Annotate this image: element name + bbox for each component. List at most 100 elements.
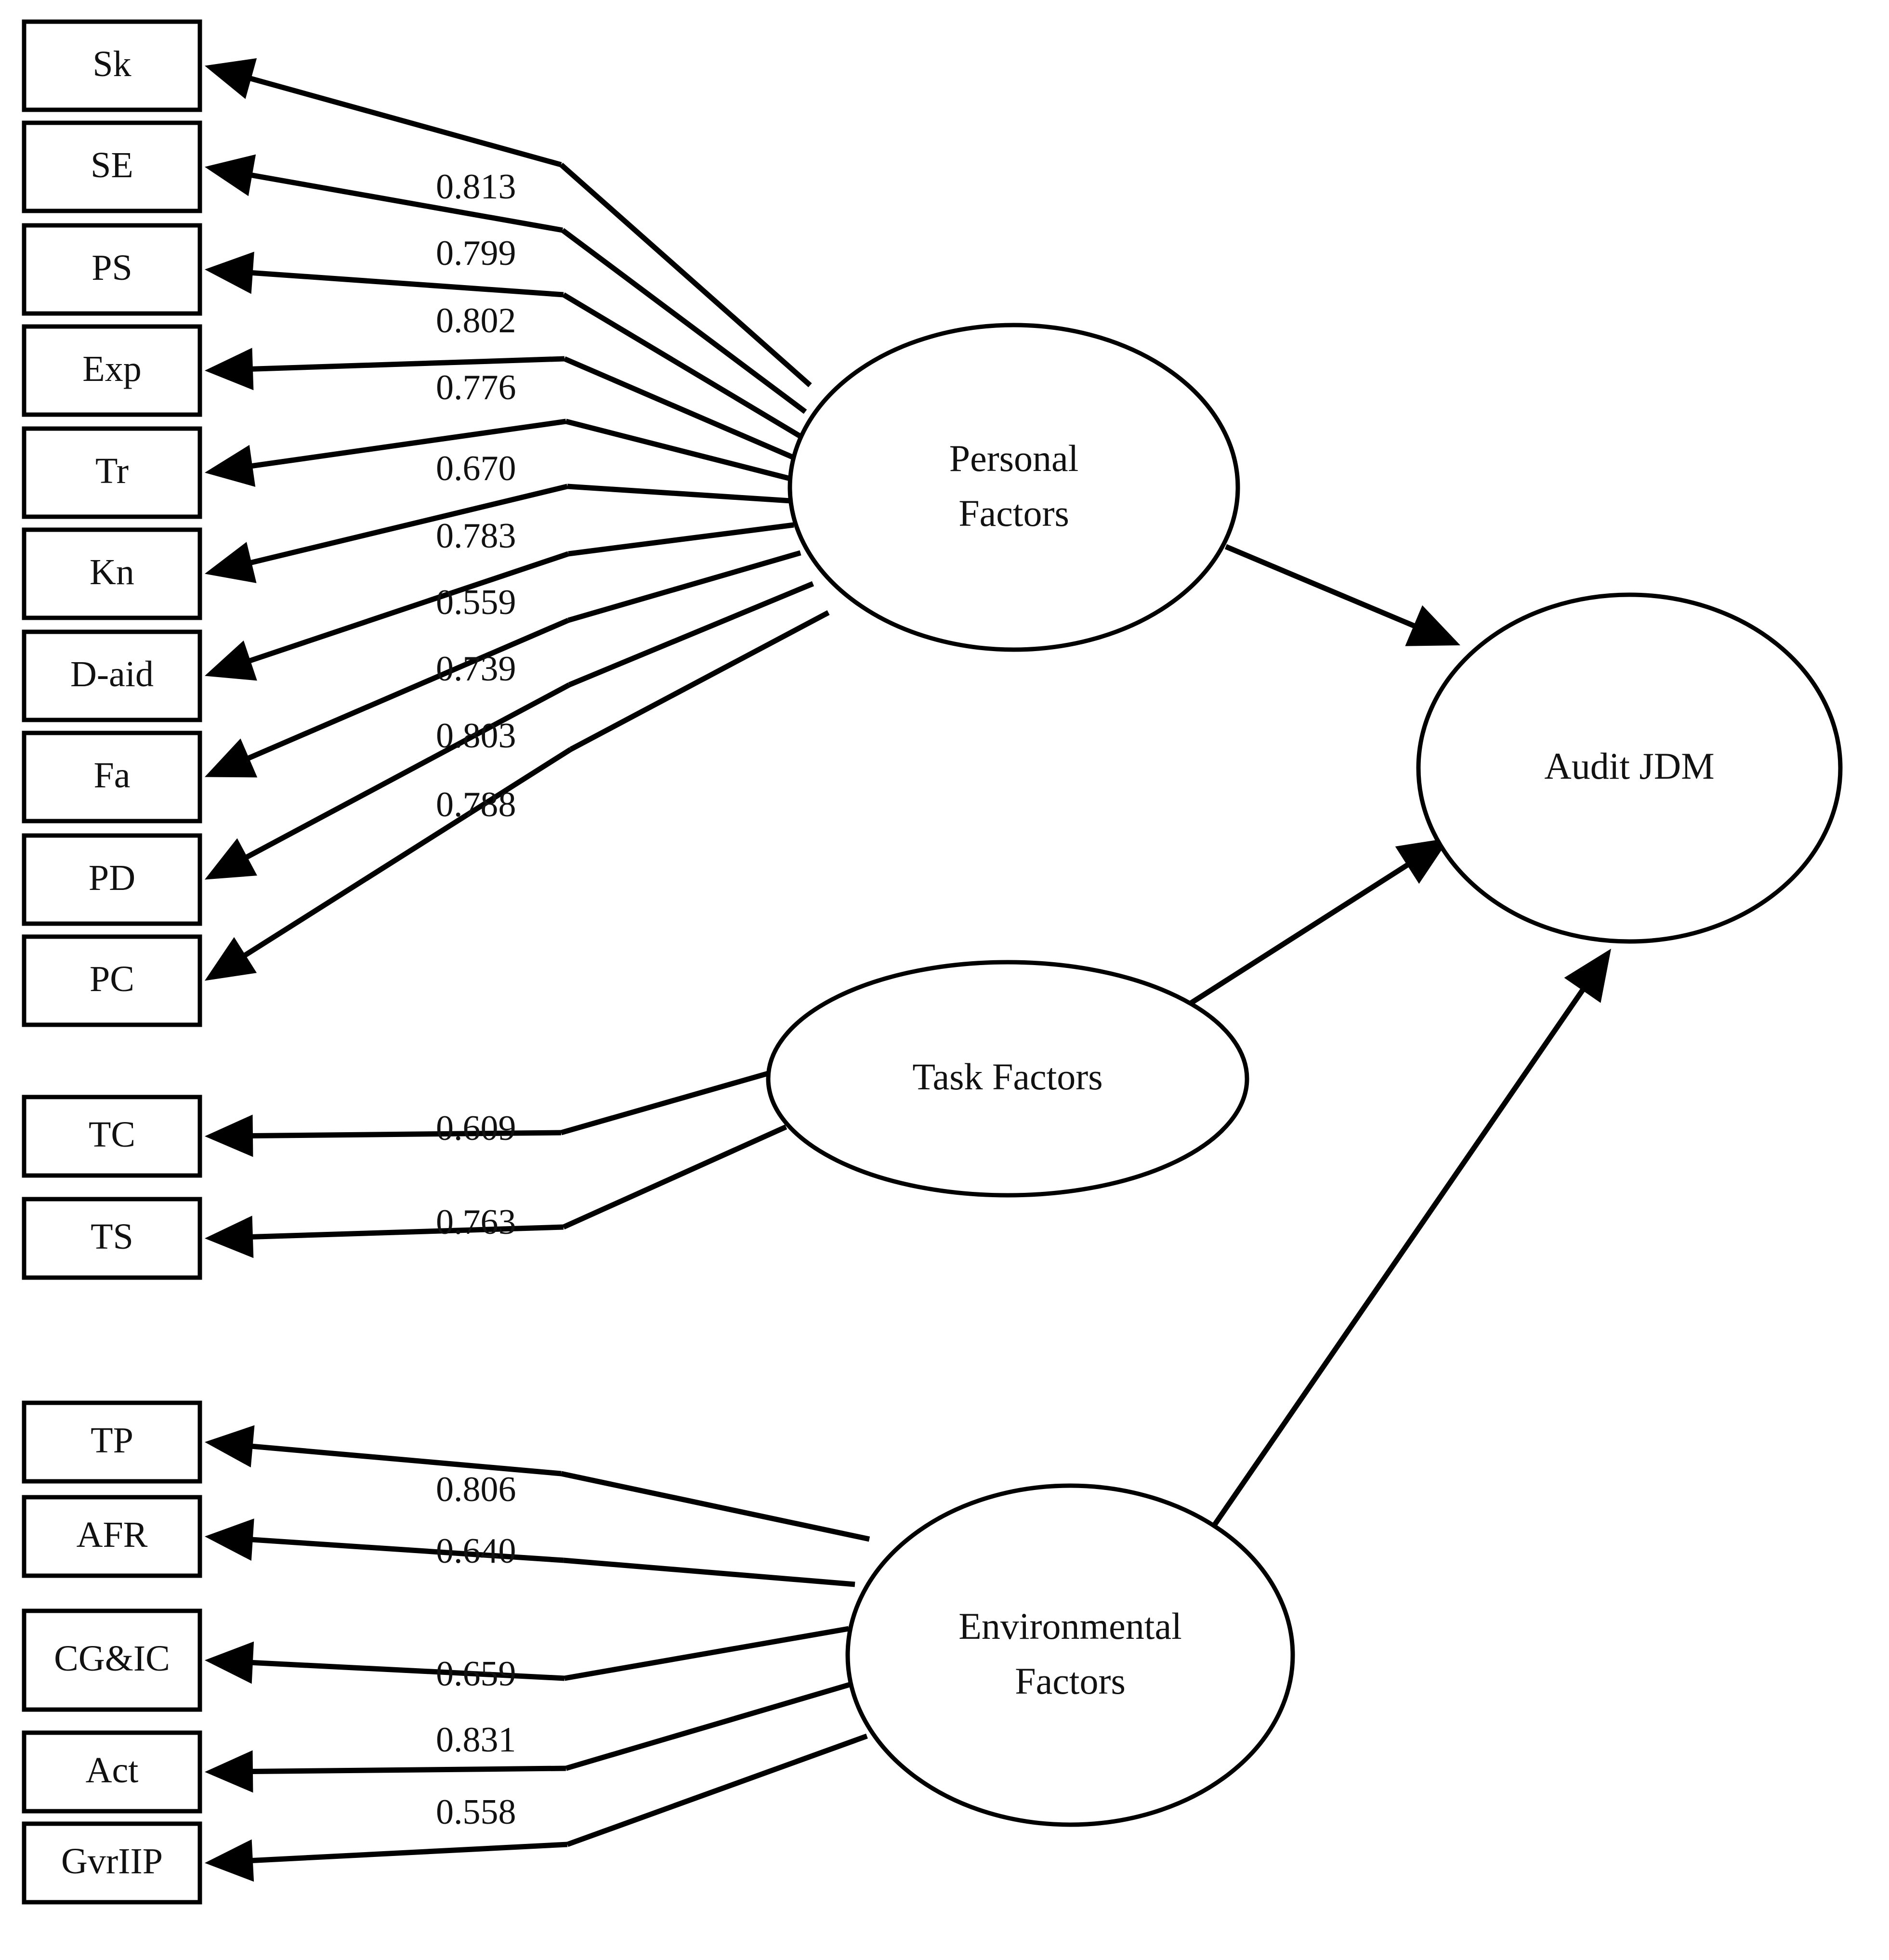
indicator-label-pc: PC: [90, 959, 134, 999]
fan-connector-afr: [563, 1557, 855, 1587]
loading-coefficient-labels: 0.8130.7990.8020.7760.6700.7830.5590.739…: [436, 167, 516, 1832]
latent-ellipse-task[interactable]: Task Factors: [766, 960, 1249, 1198]
loading-arrow-kn: [205, 483, 568, 583]
indicator-box-ts[interactable]: TS: [22, 1197, 202, 1280]
latent-ellipse-audit_jdm[interactable]: Audit JDM: [1416, 592, 1843, 944]
loading-coefficient-se: 0.799: [436, 234, 516, 273]
indicator-label-ps: PS: [92, 248, 132, 288]
indicator-label-se: SE: [91, 145, 133, 185]
loading-coefficient-afr: 0.640: [436, 1531, 516, 1571]
structural-path-personal-to-jdm: [1224, 544, 1460, 646]
latent-label-personal-line2: Factors: [958, 492, 1069, 534]
indicator-label-daid: D-aid: [70, 654, 154, 694]
indicator-label-tp: TP: [91, 1420, 133, 1461]
loading-coefficient-pd: 0.803: [436, 716, 516, 756]
indicator-box-ps[interactable]: PS: [22, 223, 202, 316]
loading-coefficient-exp: 0.776: [436, 368, 516, 407]
indicator-box-exp[interactable]: Exp: [22, 324, 202, 417]
loading-coefficient-ts: 0.763: [436, 1202, 516, 1242]
loading-coefficient-tr: 0.670: [436, 449, 516, 488]
indicator-label-tc: TC: [89, 1114, 135, 1155]
fan-connector-ts: [562, 1124, 787, 1230]
fan-connector-tc: [560, 1070, 771, 1136]
indicator-box-tp[interactable]: TP: [22, 1400, 202, 1484]
indicator-label-fa: Fa: [94, 755, 131, 796]
indicator-box-daid[interactable]: D-aid: [22, 629, 202, 722]
indicator-box-pd[interactable]: PD: [22, 833, 202, 926]
loading-arrow-daid: [205, 551, 569, 681]
indicator-label-exp: Exp: [82, 349, 141, 389]
latent-label-task: Task Factors: [912, 1056, 1102, 1098]
loading-arrow-pd: [205, 682, 571, 880]
loading-arrow-tr: [205, 418, 566, 487]
loading-arrow-cgic: [205, 1641, 565, 1684]
loading-arrowheads: [205, 58, 572, 1882]
fan-connector-exp: [563, 356, 797, 461]
fan-connector-pc: [569, 610, 830, 752]
loading-coefficient-ps: 0.802: [436, 301, 516, 340]
loading-coefficient-cgic: 0.659: [436, 1654, 516, 1694]
loading-arrow-ts: [205, 1215, 564, 1258]
indicator-box-tc[interactable]: TC: [22, 1095, 202, 1178]
indicator-box-tr[interactable]: Tr: [22, 426, 202, 519]
loading-arrow-gvriip: [205, 1839, 568, 1882]
fan-connector-tp: [560, 1471, 870, 1542]
indicator-box-fa[interactable]: Fa: [22, 731, 202, 823]
indicator-box-gvriip[interactable]: GvrIIP: [22, 1821, 202, 1905]
fan-connector-cgic: [564, 1626, 849, 1681]
loading-coefficient-pc: 0.788: [436, 785, 516, 824]
loading-arrow-se: [205, 154, 563, 233]
fan-connector-fa: [567, 550, 801, 623]
fan-connector-daid: [568, 522, 794, 557]
indicator-box-cgic[interactable]: CG&IC: [22, 1608, 202, 1712]
indicator-label-pd: PD: [89, 858, 135, 898]
indicator-label-gvriip: GvrIIP: [61, 1841, 163, 1882]
loading-coefficient-act: 0.831: [436, 1720, 516, 1760]
indicator-box-act[interactable]: Act: [22, 1730, 202, 1814]
fan-connector-sk: [559, 162, 812, 388]
indicator-label-act: Act: [86, 1750, 139, 1790]
indicator-box-kn[interactable]: Kn: [22, 527, 202, 620]
fan-connector-se: [561, 228, 807, 414]
indicator-label-ts: TS: [91, 1216, 133, 1257]
indicator-label-cgic: CG&IC: [54, 1638, 170, 1679]
loading-coefficient-tc: 0.609: [436, 1109, 516, 1148]
fan-connector-ps: [562, 292, 801, 438]
indicator-box-sk[interactable]: Sk: [22, 19, 202, 112]
indicator-box-se[interactable]: SE: [22, 120, 202, 213]
loading-arrow-ps: [205, 251, 564, 298]
loading-arrow-act: [205, 1750, 566, 1793]
loading-coefficient-sk: 0.813: [436, 167, 516, 207]
indicator-box-pc[interactable]: PC: [22, 934, 202, 1027]
indicator-box-afr[interactable]: AFR: [22, 1495, 202, 1578]
fan-connector-kn: [567, 483, 791, 504]
latent-label-environmental-line2: Factors: [1015, 1660, 1126, 1702]
loading-connector-lines: [559, 162, 870, 1847]
structural-path-task-to-jdm: [1169, 838, 1450, 1019]
fan-connector-pd: [568, 581, 814, 688]
fan-connector-tr: [565, 418, 793, 482]
loading-arrow-afr: [205, 1518, 564, 1563]
indicator-label-kn: Kn: [90, 552, 134, 592]
loading-arrow-sk: [205, 58, 562, 168]
loading-coefficient-kn: 0.783: [436, 516, 516, 556]
loading-arrow-tc: [205, 1114, 562, 1157]
fan-connector-gvriip: [566, 1733, 868, 1847]
loading-arrow-exp: [205, 348, 565, 391]
latent-label-environmental: Environmental: [958, 1605, 1182, 1647]
latent-label-personal: Personal: [949, 437, 1079, 479]
indicator-label-tr: Tr: [95, 451, 129, 491]
structural-path-arrows: [1169, 544, 1611, 1545]
loading-coefficient-gvriip: 0.558: [436, 1792, 516, 1832]
indicator-label-afr: AFR: [77, 1515, 148, 1555]
latent-label-audit_jdm: Audit JDM: [1544, 745, 1714, 787]
loading-arrow-tp: [205, 1425, 562, 1477]
structural-path-environmental-to-jdm: [1199, 949, 1611, 1545]
loading-coefficient-daid: 0.559: [436, 583, 516, 622]
